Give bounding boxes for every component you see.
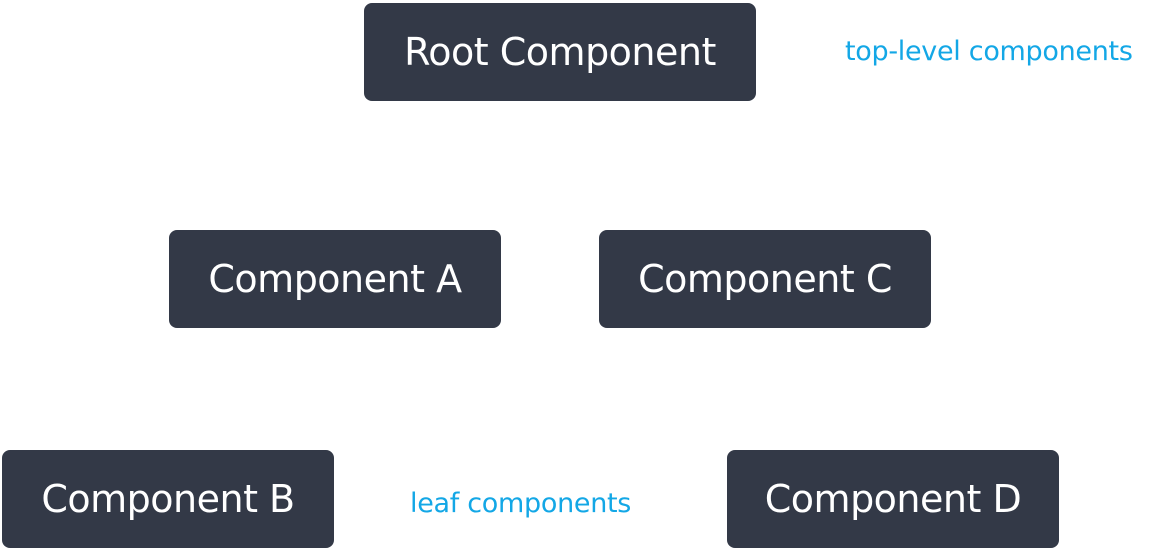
component-a-node: Component A <box>169 230 501 328</box>
component-b-node: Component B <box>2 450 334 548</box>
root-component-label: Root Component <box>404 30 716 74</box>
component-c-label: Component C <box>638 257 892 301</box>
root-component-node: Root Component <box>364 3 756 101</box>
component-b-label: Component B <box>41 477 295 521</box>
top-level-annotation: top-level components <box>845 36 1133 67</box>
leaf-annotation: leaf components <box>410 488 632 519</box>
component-d-node: Component D <box>727 450 1059 548</box>
component-c-node: Component C <box>599 230 931 328</box>
component-d-label: Component D <box>764 477 1022 521</box>
component-a-label: Component A <box>208 257 462 301</box>
